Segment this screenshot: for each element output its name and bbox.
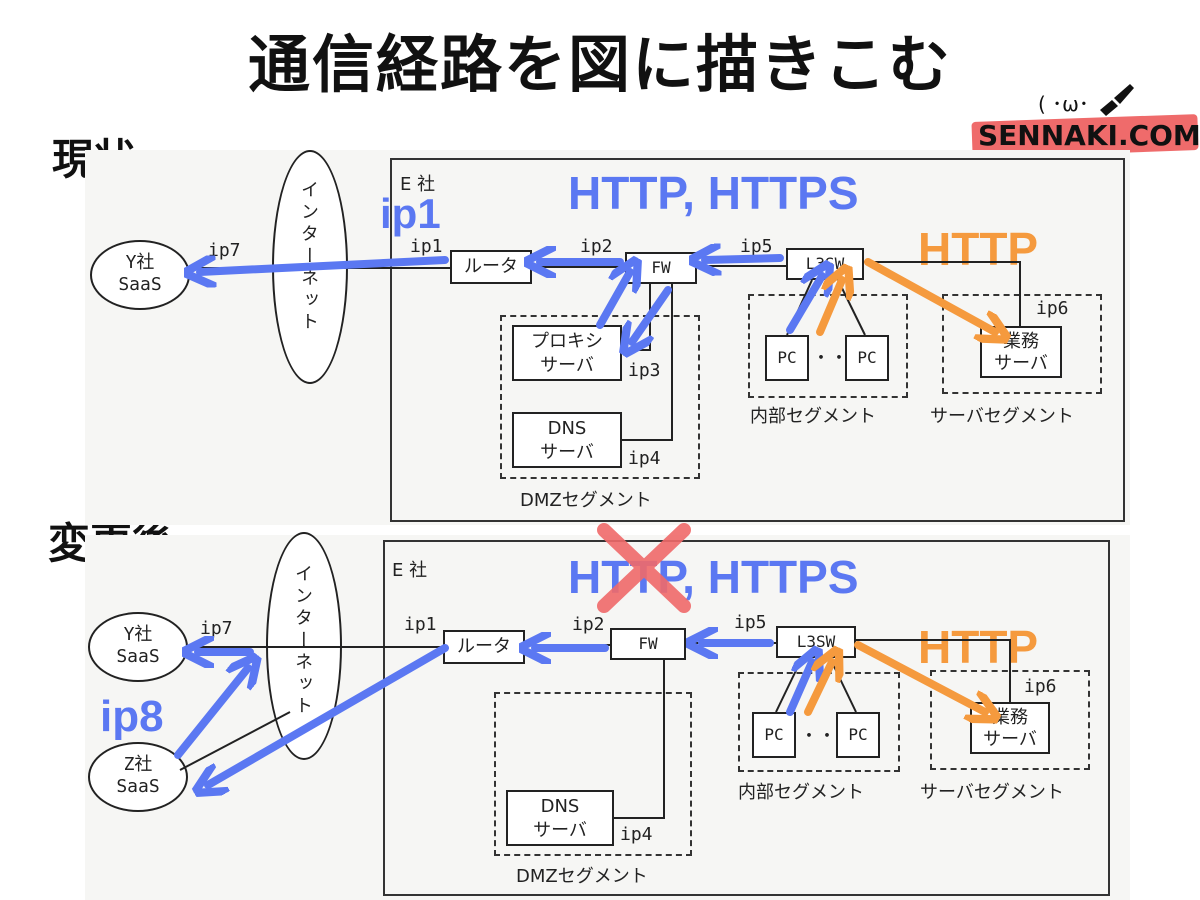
after-fw: FW bbox=[610, 628, 686, 660]
after-saas-y-type: SaaS bbox=[116, 646, 160, 667]
current-saas-y: Y社 SaaS bbox=[90, 240, 190, 310]
current-dns-server: DNS サーバ bbox=[512, 412, 622, 468]
current-orange-arrows bbox=[816, 258, 995, 336]
pc-label: PC bbox=[764, 725, 784, 744]
current-dmz-segment bbox=[500, 315, 700, 479]
arrow-l3sw-to-business bbox=[854, 641, 985, 712]
proxy-label-1: プロキシ bbox=[531, 331, 603, 352]
saas-y-type: SaaS bbox=[118, 274, 162, 295]
pc-label: PC bbox=[777, 348, 797, 367]
after-http-label: HTTP bbox=[918, 621, 1039, 673]
current-proxy-server: プロキシ サーバ bbox=[512, 325, 622, 381]
dns-label-1: DNS bbox=[547, 418, 587, 439]
current-internet-label: インターネット bbox=[298, 180, 319, 334]
line-saas-z-internet bbox=[179, 711, 291, 771]
line-l3sw-business bbox=[856, 639, 1011, 702]
cross-mark-icon bbox=[597, 523, 691, 613]
arrow-ip8-up bbox=[174, 668, 248, 759]
current-router: ルータ bbox=[450, 250, 532, 284]
dns-label-1: DNS bbox=[540, 796, 580, 817]
current-ip1-annotation: ip1 bbox=[380, 190, 441, 237]
after-dns-server: DNS サーバ bbox=[506, 790, 614, 846]
arrow-fw-to-proxy bbox=[632, 286, 672, 342]
logo-face: ( ･ω･ bbox=[1038, 92, 1089, 116]
dns-label-2: サーバ bbox=[533, 820, 587, 841]
after-company-label: E 社 bbox=[392, 560, 428, 581]
current-server-label: サーバセグメント bbox=[930, 406, 1074, 427]
current-company-border bbox=[390, 158, 1125, 522]
current-network-lines bbox=[190, 261, 1021, 441]
business-label-2: サーバ bbox=[983, 729, 1037, 750]
arrow-pc-to-l3sw-http bbox=[804, 662, 832, 716]
arrow-pc-to-l3sw-http bbox=[816, 280, 842, 336]
current-ip2: ip2 bbox=[580, 236, 613, 257]
dns-label-2: サーバ bbox=[540, 442, 594, 463]
current-http-label: HTTP bbox=[918, 223, 1039, 275]
after-ip4: ip4 bbox=[620, 824, 653, 845]
after-company-border bbox=[383, 540, 1110, 896]
logo-text: SENNAKI.COM bbox=[978, 119, 1200, 152]
line-fw-dns bbox=[614, 660, 665, 819]
page-title: 通信経路を図に描きこむ bbox=[247, 28, 952, 101]
router-label: ルータ bbox=[464, 256, 518, 277]
line-l3sw-business bbox=[864, 261, 1021, 326]
current-internal-label: 内部セグメント bbox=[750, 406, 876, 427]
current-http-https-label: HTTP, HTTPS bbox=[568, 167, 859, 219]
current-dmz-label: DMZセグメント bbox=[520, 490, 652, 511]
after-internal-label: 内部セグメント bbox=[738, 782, 864, 803]
after-router: ルータ bbox=[443, 630, 525, 664]
current-ip1: ip1 bbox=[410, 236, 443, 257]
current-ip6: ip6 bbox=[1036, 298, 1069, 319]
arrow-pc-to-l3sw bbox=[786, 662, 812, 716]
after-pc-1: PC bbox=[752, 712, 796, 758]
after-orange-arrows bbox=[804, 641, 985, 716]
business-label-2: サーバ bbox=[994, 353, 1048, 374]
after-dmz-label: DMZセグメント bbox=[516, 866, 648, 887]
pc-label: PC bbox=[857, 348, 877, 367]
arrow-pc-to-l3sw bbox=[786, 276, 822, 334]
router-label: ルータ bbox=[457, 636, 511, 657]
after-ip1: ip1 bbox=[404, 614, 437, 635]
arrow-router-to-saas-z bbox=[208, 644, 449, 785]
current-ip5: ip5 bbox=[740, 236, 773, 257]
current-company-label: E 社 bbox=[400, 174, 436, 195]
current-pc-2: PC bbox=[845, 335, 889, 381]
after-ip6: ip6 bbox=[1024, 676, 1057, 697]
saas-y-name: Y社 bbox=[125, 252, 155, 273]
after-ip7-label: ip7 bbox=[200, 618, 233, 639]
arrow-proxy-to-fw bbox=[596, 272, 630, 329]
after-ip8-annotation: ip8 bbox=[100, 692, 164, 741]
arrow-l3sw-to-fw bbox=[705, 258, 784, 260]
after-server-label: サーバセグメント bbox=[920, 782, 1064, 803]
site-logo: ( ･ω･ SENNAKI.COM bbox=[971, 82, 1200, 158]
current-server-segment bbox=[942, 294, 1102, 394]
current-ip4: ip4 bbox=[628, 448, 661, 469]
brush-icon bbox=[1100, 84, 1134, 116]
fw-label: FW bbox=[638, 634, 658, 653]
arrow-l3sw-to-business bbox=[864, 258, 995, 332]
after-pc-2: PC bbox=[836, 712, 880, 758]
current-pc-1: PC bbox=[765, 335, 809, 381]
after-saas-z: Z社 SaaS bbox=[88, 742, 188, 812]
after-blue-arrows bbox=[174, 643, 812, 785]
after-internet-label: インターネット bbox=[292, 564, 313, 718]
current-ip3: ip3 bbox=[628, 360, 661, 381]
line-fw-dns bbox=[622, 284, 673, 441]
after-dmz-segment bbox=[494, 692, 692, 856]
pc-label: PC bbox=[848, 725, 868, 744]
after-ip5: ip5 bbox=[734, 612, 767, 633]
after-ip2: ip2 bbox=[572, 614, 605, 635]
after-saas-z-type: SaaS bbox=[116, 776, 160, 797]
after-internet: インターネット bbox=[266, 532, 342, 760]
current-blue-arrows bbox=[200, 258, 822, 342]
proxy-label-2: サーバ bbox=[540, 355, 594, 376]
after-saas-y: Y社 SaaS bbox=[88, 612, 188, 682]
arrow-router-to-saas bbox=[200, 260, 449, 272]
after-saas-y-name: Y社 bbox=[123, 624, 153, 645]
fw-label: FW bbox=[651, 258, 671, 277]
after-saas-z-name: Z社 bbox=[123, 754, 153, 775]
